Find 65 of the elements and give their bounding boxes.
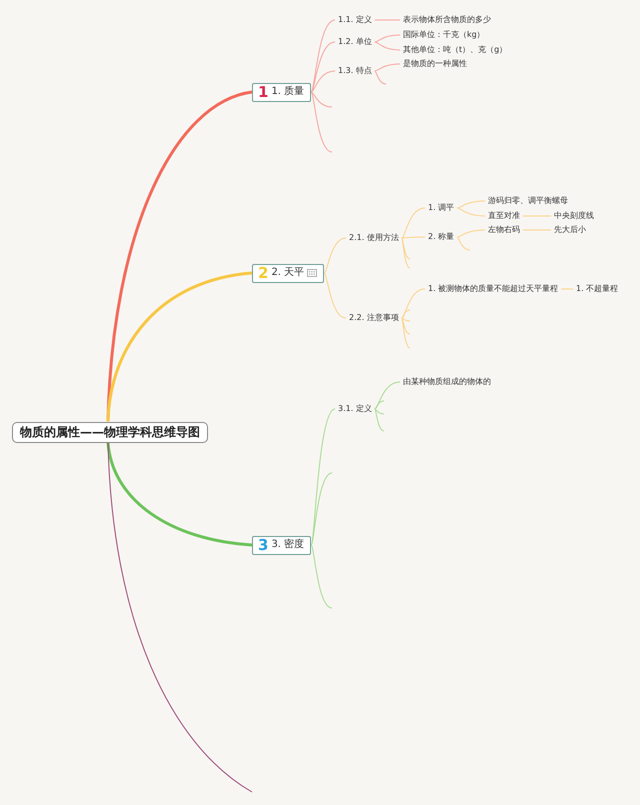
topic-label: 表示物体所含物质的多少 bbox=[400, 15, 494, 25]
branch-line bbox=[401, 318, 410, 322]
topic-label: 1. 调平 bbox=[425, 203, 458, 213]
topic-label: 2.1. 使用方法 bbox=[346, 233, 402, 243]
branch-line bbox=[401, 238, 410, 268]
branch-line bbox=[374, 382, 400, 410]
branch-line bbox=[106, 442, 252, 546]
topic-label: 2. 称量 bbox=[425, 232, 458, 242]
topic-label: 其他单位：吨（t）、克（g） bbox=[400, 45, 510, 55]
topic-label: 2. 天平 bbox=[271, 267, 304, 279]
topic-label: 3. 密度 bbox=[271, 539, 304, 551]
branch-line bbox=[324, 238, 346, 274]
branch-line bbox=[310, 472, 332, 546]
branch-line bbox=[456, 230, 486, 238]
topic-label: 国际单位：千克（kg） bbox=[400, 30, 488, 40]
branch-line bbox=[310, 70, 336, 92]
branch-line bbox=[374, 400, 384, 410]
topic-box bbox=[252, 82, 312, 102]
branch-line bbox=[456, 200, 486, 208]
branch-line bbox=[401, 288, 426, 318]
branch-line bbox=[374, 408, 384, 432]
branch-line bbox=[310, 408, 336, 546]
branch-line bbox=[401, 208, 426, 238]
branch-line bbox=[401, 236, 426, 238]
branch-line bbox=[456, 208, 486, 216]
branch-line bbox=[324, 272, 346, 318]
branch-line bbox=[374, 64, 400, 72]
branch-line bbox=[310, 92, 332, 108]
topic-label: 左物右码 bbox=[485, 225, 523, 235]
topic-box bbox=[252, 264, 324, 282]
branch-line bbox=[374, 408, 384, 414]
topic-label: 是物质的一种属性 bbox=[400, 59, 470, 69]
branch-line bbox=[401, 310, 410, 318]
number-marker: 2 bbox=[258, 265, 268, 281]
branch-line bbox=[374, 42, 400, 50]
topic-label: 1.2. 单位 bbox=[335, 37, 375, 47]
branch-line bbox=[560, 288, 574, 290]
topic-label: 由某种物质组成的物体的 bbox=[400, 377, 494, 387]
topic-label: 2.2. 注意事项 bbox=[346, 313, 402, 323]
number-marker: 1 bbox=[258, 84, 268, 100]
number-marker: 3 bbox=[258, 537, 268, 553]
topic-box bbox=[252, 536, 312, 554]
topic-label: 游码归零、调平衡螺母 bbox=[485, 196, 571, 206]
branch-line bbox=[310, 20, 336, 92]
branch-line bbox=[401, 238, 410, 260]
topic-label: 1. 不超量程 bbox=[573, 284, 622, 294]
branch-line bbox=[456, 236, 470, 250]
topic-label: 中央刻度线 bbox=[551, 211, 597, 221]
branch-line bbox=[106, 272, 252, 422]
branch-line bbox=[401, 318, 410, 348]
topic-label: 1.1. 定义 bbox=[335, 15, 375, 25]
topic-label: 1.3. 特点 bbox=[335, 66, 375, 76]
branch-line bbox=[401, 318, 410, 334]
branch-line bbox=[108, 442, 252, 792]
topic-label: 1. 质量 bbox=[271, 86, 304, 98]
branch-line bbox=[310, 544, 332, 608]
topic-label: 先大后小 bbox=[551, 225, 589, 235]
branch-line bbox=[374, 34, 400, 42]
branch-line bbox=[310, 92, 332, 152]
topic-label: 3.1. 定义 bbox=[335, 404, 375, 414]
central-topic-box: 物质的属性——物理学科思维导图 bbox=[12, 422, 208, 442]
topic-label: 直至对准 bbox=[485, 211, 523, 221]
branch-line bbox=[374, 70, 386, 84]
topic-label: 1. 被测物体的质量不能超过天平量程 bbox=[425, 284, 562, 294]
branch-line bbox=[310, 42, 336, 92]
